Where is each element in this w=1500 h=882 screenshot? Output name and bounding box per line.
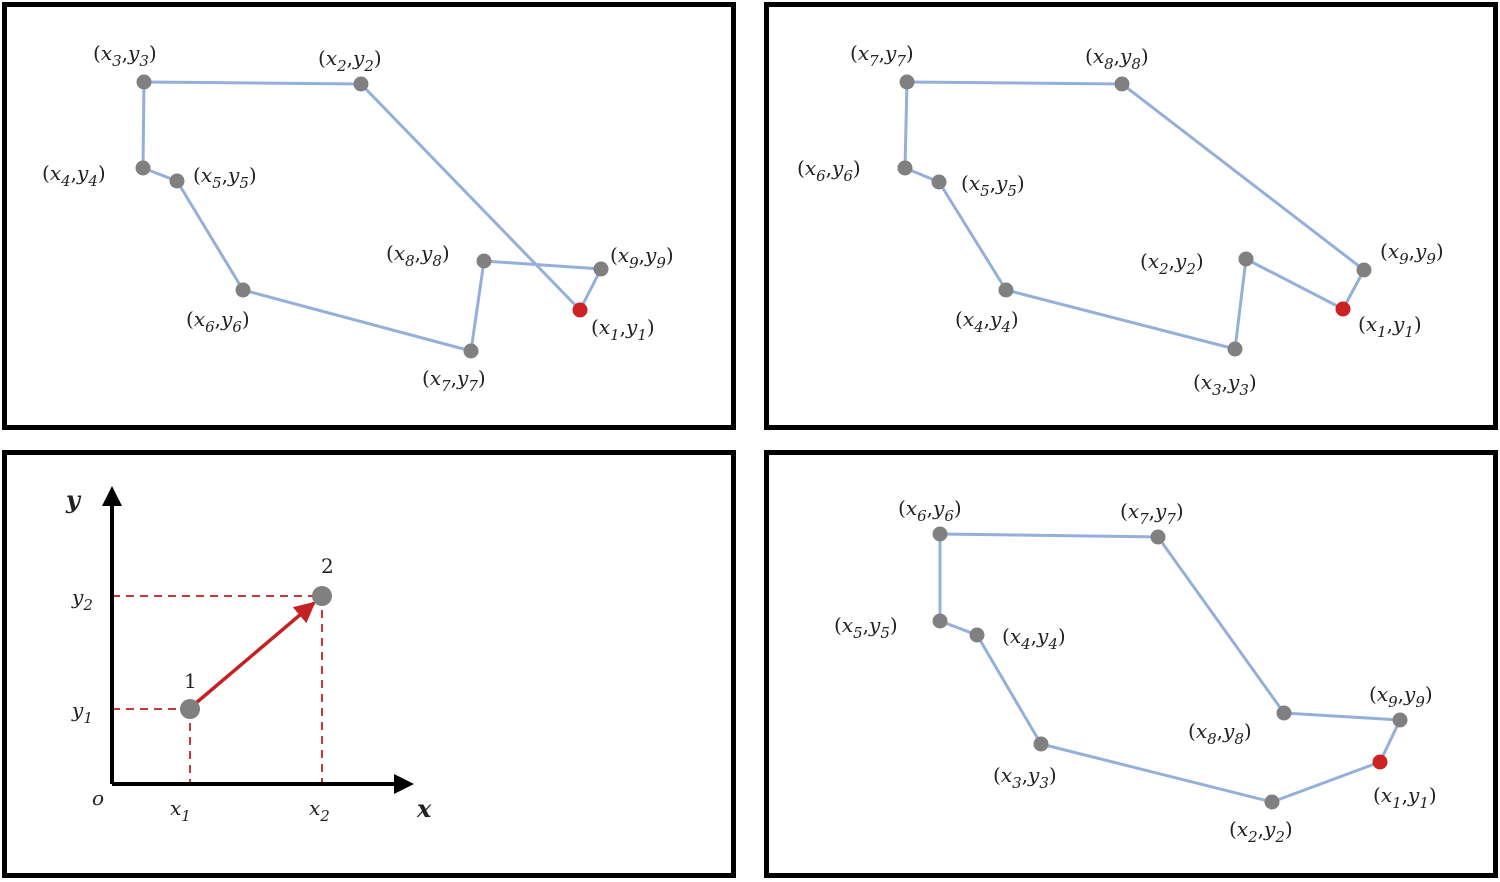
node-label-4: (x4,y4): [1002, 624, 1066, 653]
node-label-8: (x8,y8): [386, 241, 450, 270]
y1-label: y1: [71, 698, 93, 727]
panel-top-right-graph: (x1,y1) (x2,y2) (x3,y3) (x4,y4) (x5,y5) (x6,y…: [797, 41, 1444, 399]
edge-7: [906, 80, 1123, 86]
node-label-6: (x6,y6): [898, 496, 962, 525]
point-1: [180, 699, 200, 719]
node-9: [1392, 712, 1408, 728]
edge-9: [578, 268, 603, 311]
node-2: [353, 76, 369, 92]
node-8: [1276, 705, 1292, 721]
node-label-2: (x2,y2): [1229, 817, 1293, 846]
edge-5: [175, 180, 245, 291]
node-label-6: (x6,y6): [797, 156, 861, 185]
node-4: [969, 627, 985, 643]
node-label-2: (x2,y2): [318, 46, 382, 75]
node-5: [932, 613, 948, 629]
start-node: [572, 302, 588, 318]
node-3: [136, 74, 152, 90]
node-label-8: (x8,y8): [1188, 719, 1252, 748]
node-5: [931, 174, 947, 190]
node-label-1: (x1,y1): [591, 315, 655, 344]
edge-1: [1271, 760, 1381, 804]
node-label-1: (x1,y1): [1373, 783, 1437, 812]
node-label-9: (x9,y9): [610, 243, 674, 272]
node-4: [998, 282, 1014, 298]
panel-top-right: [764, 2, 1498, 430]
edge-1: [1245, 257, 1344, 311]
node-7: [899, 74, 915, 90]
node-label-5: (x5,y5): [834, 613, 898, 642]
node-6: [932, 526, 948, 542]
node-4: [135, 160, 151, 176]
node-8: [476, 253, 492, 269]
origin-label: o: [92, 786, 104, 810]
edge-6: [242, 288, 472, 353]
panel-bottom-right-graph: (x1,y1) (x2,y2) (x3,y3) (x4,y4) (x5,y5) (x6,y…: [834, 496, 1437, 846]
node-label-3: (x3,y3): [1193, 370, 1257, 399]
point-2-label: 2: [321, 554, 334, 578]
node-7: [463, 343, 479, 359]
x1-label: x1: [170, 796, 191, 825]
point-2: [312, 586, 332, 606]
edge-6: [939, 532, 1159, 539]
node-9: [1356, 262, 1372, 278]
edge-8: [483, 259, 602, 271]
y-axis-label: y: [65, 485, 82, 514]
node-label-5: (x5,y5): [961, 171, 1025, 200]
start-node: [1335, 301, 1351, 317]
edge-3: [975, 634, 1043, 745]
node-label-8: (x8,y8): [1085, 44, 1149, 73]
edge-7: [1156, 536, 1286, 714]
panel-coordinate-diagram: [2, 450, 736, 878]
edge-1: [359, 82, 582, 312]
node-label-9: (x9,y9): [1380, 239, 1444, 268]
node-label-4: (x4,y4): [42, 161, 106, 190]
node-label-7: (x7,y7): [850, 41, 914, 70]
node-6: [235, 282, 251, 298]
node-label-4: (x4,y4): [955, 307, 1019, 336]
edge-9: [1378, 719, 1402, 763]
x-axis-label: x: [416, 794, 432, 823]
polygon-layer: (x1,y1) (x2,y2) (x3,y3) (x4,y4) (x5,y5) (x6,y…: [42, 41, 1444, 846]
node-8: [1114, 76, 1130, 92]
edge-2: [1233, 258, 1248, 350]
node-label-3: (x3,y3): [993, 763, 1057, 792]
panel-top-left: [2, 2, 736, 430]
node-3: [1227, 341, 1243, 357]
edge-2: [143, 80, 362, 86]
node-label-7: (x7,y7): [422, 366, 486, 395]
node-label-9: (x9,y9): [1369, 682, 1433, 711]
node-2: [1238, 251, 1254, 267]
node-label-2: (x2,y2): [1140, 249, 1204, 278]
coordinate-diagram: y x o 1 2 x1 x2 y1 y2: [65, 485, 432, 825]
vector-arrow: [194, 601, 316, 705]
node-2: [1264, 794, 1280, 810]
edge-8: [1121, 82, 1365, 272]
node-label-5: (x5,y5): [193, 163, 257, 192]
edge-3: [1005, 288, 1236, 351]
start-node: [1372, 754, 1388, 770]
node-label-6: (x6,y6): [186, 307, 250, 336]
edge-2: [1040, 742, 1273, 804]
y2-label: y2: [71, 585, 93, 614]
node-6: [897, 160, 913, 176]
node-3: [1033, 736, 1049, 752]
edge-7: [469, 260, 486, 352]
edge-8: [1283, 711, 1401, 722]
node-label-7: (x7,y7): [1120, 499, 1184, 528]
node-7: [1150, 529, 1166, 545]
x2-label: x2: [309, 796, 330, 825]
panel-top-left-graph: (x1,y1) (x2,y2) (x3,y3) (x4,y4) (x5,y5) (x6,y…: [42, 41, 674, 395]
panel-bottom-right: [764, 450, 1498, 878]
node-5: [169, 173, 185, 189]
node-label-1: (x1,y1): [1358, 312, 1422, 341]
edge-4: [937, 181, 1008, 291]
edge-6: [903, 81, 909, 169]
edge-3: [141, 81, 146, 169]
node-9: [593, 261, 609, 277]
node-label-3: (x3,y3): [93, 41, 157, 70]
point-1-label: 1: [184, 669, 197, 693]
